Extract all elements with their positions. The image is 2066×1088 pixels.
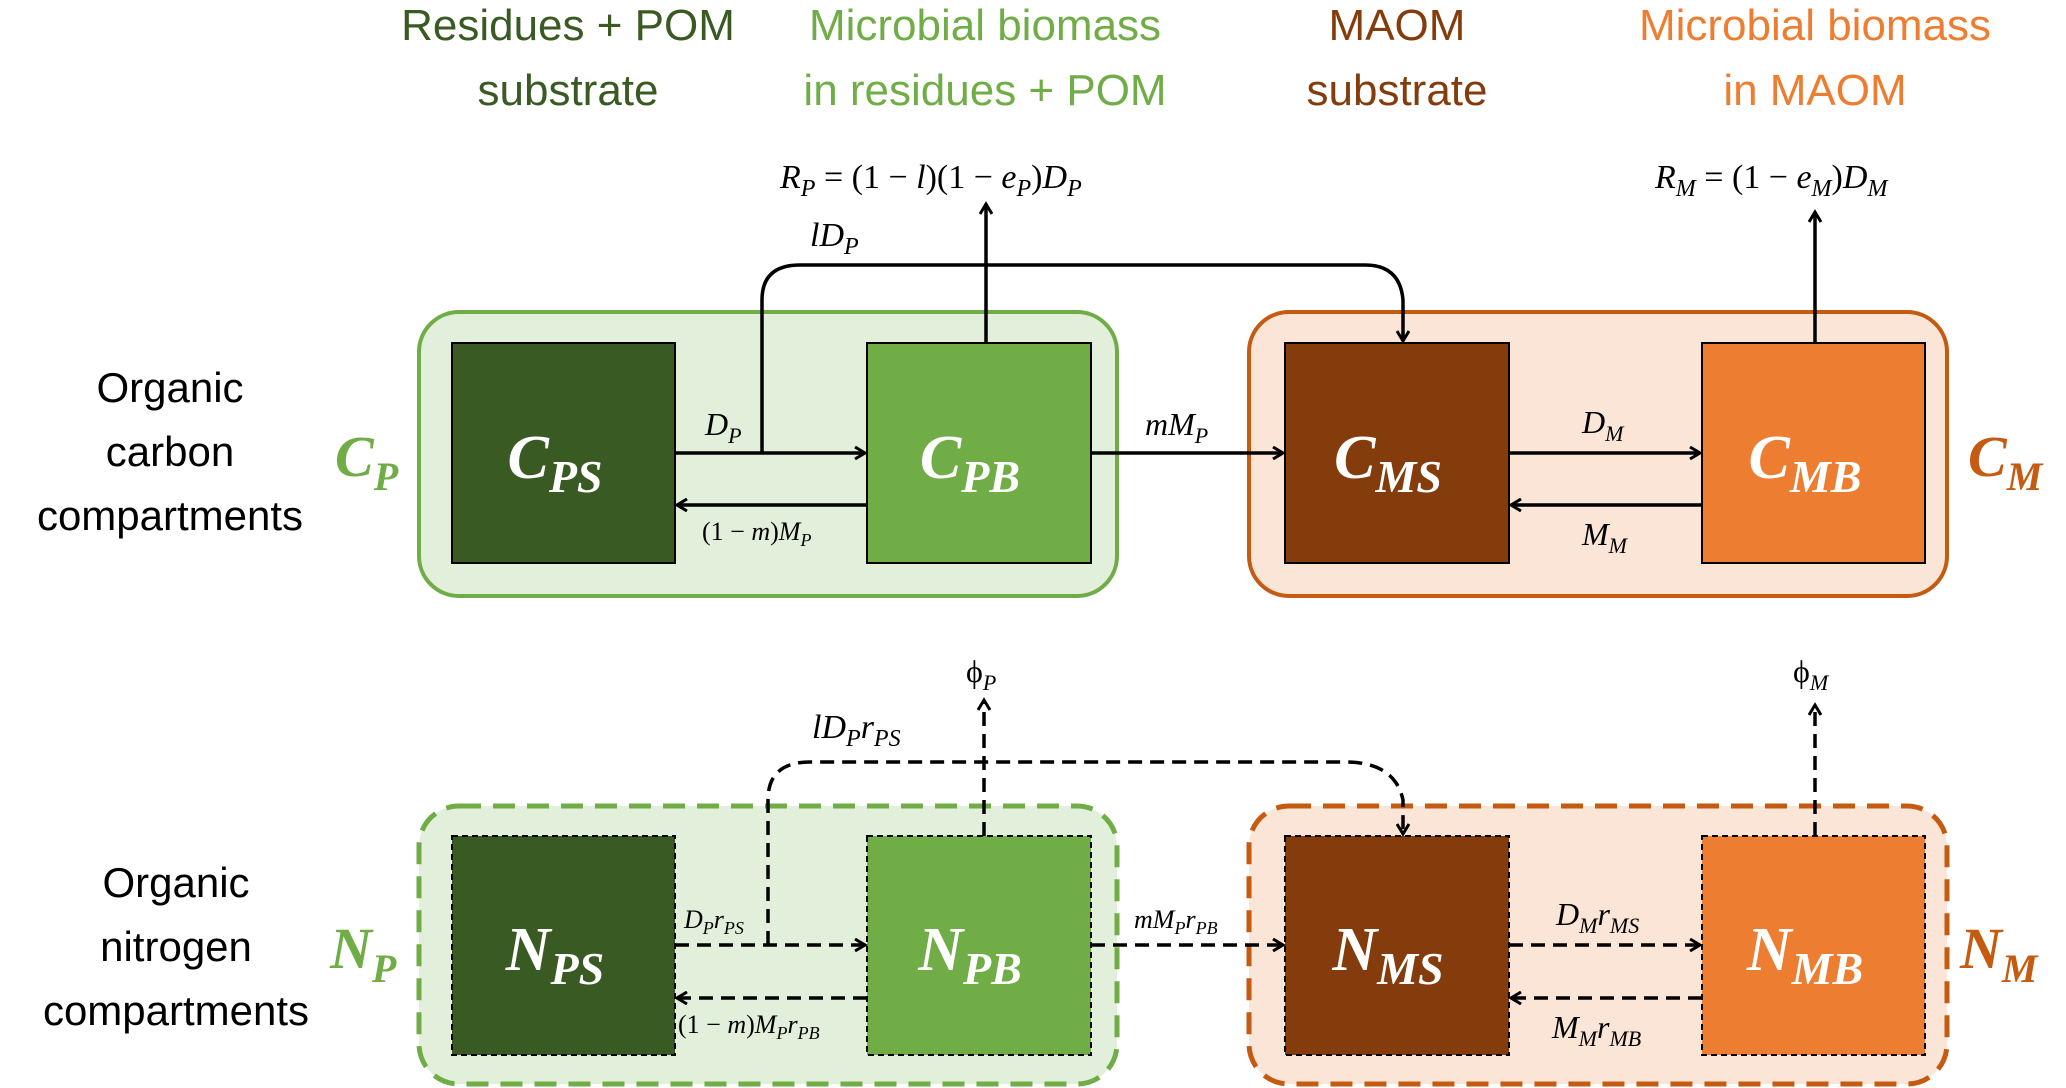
header-line: MAOM xyxy=(1329,1,1466,50)
row-label-line: compartments xyxy=(37,492,303,539)
column-header-residues-pom-substrate: Residues + POM substrate xyxy=(401,1,735,115)
box-label: NMB xyxy=(1746,916,1863,994)
box-label: NPS xyxy=(505,916,604,994)
box-label: CMS xyxy=(1334,424,1442,502)
flux-label-ldprps: lDPrPS xyxy=(812,709,901,752)
flux-label-phim: ϕM xyxy=(1793,653,1830,695)
box-cmb: CMB xyxy=(1701,342,1926,564)
flux-label-mmprpb: mMPrPB xyxy=(1134,905,1218,938)
column-header-maom-substrate: MAOM substrate xyxy=(1307,1,1488,115)
row-label-line: compartments xyxy=(43,987,309,1034)
box-nps: NPS xyxy=(451,835,676,1056)
box-label: CPB xyxy=(920,424,1020,502)
box-nmb: NMB xyxy=(1701,835,1926,1056)
header-line: Microbial biomass xyxy=(809,1,1161,50)
row-label-organic-carbon: Organic carbon compartments xyxy=(37,364,303,539)
header-line: Residues + POM xyxy=(401,1,735,50)
column-header-microbial-biomass-residues-pom: Microbial biomass in residues + POM xyxy=(803,1,1166,115)
flux-label-dprps: DPrPS xyxy=(683,905,744,938)
box-label: NMS xyxy=(1331,916,1443,994)
group-label-cm: CM xyxy=(1968,424,2044,499)
flux-label-one-minus-m-mprpb: (1 − m)MPrPB xyxy=(678,1010,820,1043)
group-label-cp: CP xyxy=(335,424,399,499)
column-header-microbial-biomass-maom: Microbial biomass in MAOM xyxy=(1639,1,1991,115)
flux-label-one-minus-m-mp: (1 − m)MP xyxy=(702,517,811,550)
header-line: Microbial biomass xyxy=(1639,1,1991,50)
flux-label-ldp: lDP xyxy=(810,217,859,260)
flux-label-phip: ϕP xyxy=(966,653,996,695)
header-line: substrate xyxy=(1307,66,1488,115)
box-label: CMB xyxy=(1749,424,1862,502)
box-label: CPS xyxy=(507,424,602,502)
row-label-line: Organic xyxy=(102,859,249,906)
flux-label-rm: RM = (1 − eM)DM xyxy=(1654,159,1889,202)
box-cps: CPS xyxy=(451,342,676,564)
header-line: in residues + POM xyxy=(803,66,1166,115)
box-label: NPB xyxy=(917,916,1022,994)
box-npb: NPB xyxy=(866,835,1092,1056)
flux-label-dp: DP xyxy=(704,406,742,448)
row-label-line: carbon xyxy=(106,428,234,475)
arrow-ldp-leaching xyxy=(760,263,1403,453)
flux-label-dmrms: DMrMS xyxy=(1555,896,1639,938)
arrow-ldprps-leaching xyxy=(766,760,1403,945)
row-label-line: Organic xyxy=(96,364,243,411)
row-label-line: nitrogen xyxy=(100,923,252,970)
box-nms: NMS xyxy=(1284,835,1510,1056)
header-line: substrate xyxy=(478,66,659,115)
flux-label-mmrmb: MMrMB xyxy=(1551,1009,1641,1051)
row-label-organic-nitrogen: Organic nitrogen compartments xyxy=(43,859,309,1034)
header-line: in MAOM xyxy=(1723,66,1906,115)
box-cpb: CPB xyxy=(866,342,1092,564)
group-label-nm: NM xyxy=(1959,916,2039,991)
group-label-np: NP xyxy=(329,916,397,991)
box-cms: CMS xyxy=(1284,342,1510,564)
flux-label-rp: RP = (1 − l)(1 − eP)DP xyxy=(779,159,1082,202)
flux-label-mmp: mMP xyxy=(1145,406,1208,448)
flux-label-dm: DM xyxy=(1581,404,1625,446)
flux-label-mm: MM xyxy=(1581,516,1629,558)
